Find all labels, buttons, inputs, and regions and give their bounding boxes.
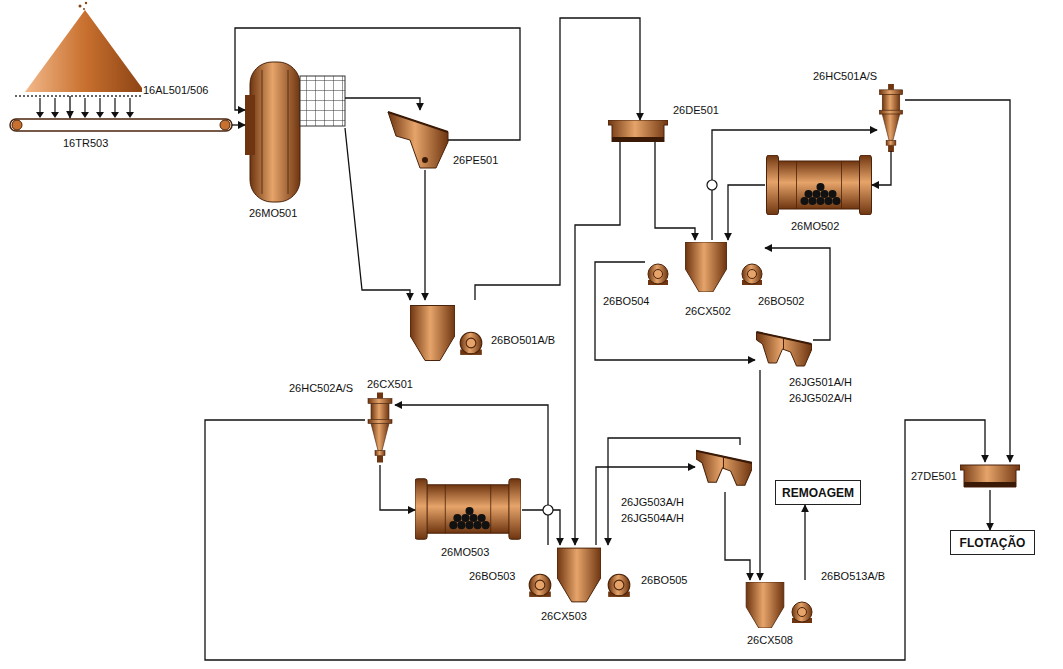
equipment-tag: 27DE501 (910, 470, 958, 483)
equipment-tag: 26HC501A/S (812, 70, 878, 83)
equipment-tag: 26BO502 (757, 295, 805, 308)
flow-line (235, 28, 520, 140)
jig: 26JG503A/H26JG504A/H (695, 445, 753, 492)
equipment-tag: 26MO503 (440, 546, 490, 559)
flow-line (69, 96, 70, 118)
sag-mill: 26MO501 (245, 62, 345, 202)
equipment-tag: 26DE501 (672, 104, 720, 117)
equipment-tag: 26BO505 (640, 574, 688, 587)
flow-line (232, 124, 245, 125)
flow-line (989, 490, 990, 530)
stockpile: 16AL501/506 (25, 8, 145, 96)
equipment-tag: 26JG501A/H (788, 376, 853, 389)
box-label: FLOTAÇÃO (960, 536, 1026, 550)
destination-box: FLOTAÇÃO (950, 530, 1035, 555)
flow-line (345, 128, 410, 300)
destination-box: REMOAGEM (775, 480, 861, 505)
flow-line (424, 170, 425, 300)
flow-line (596, 467, 695, 545)
flow-line (655, 142, 695, 240)
flow-line (872, 151, 891, 185)
equipment-tag: 26MO502 (790, 220, 840, 233)
equipment-tag: 26JG503A/H (620, 496, 685, 509)
box-label: REMOAGEM (782, 486, 854, 500)
flow-line (765, 248, 830, 340)
flow-line (522, 510, 560, 545)
ball-mill: 26MO502 (765, 155, 872, 215)
jig: 26JG501A/H26JG502A/H (755, 330, 813, 370)
flow-line (728, 185, 765, 240)
sump-pump: 26BO501A/B26CX501 (405, 300, 485, 372)
sump-pump: 26BO50326BO50526CX503 (525, 545, 635, 605)
crossover-hop (707, 180, 717, 190)
flow-line (205, 420, 985, 660)
equipment-tag: 26JG502A/H (788, 392, 853, 405)
equipment-tag: 26PE501 (452, 154, 499, 167)
equipment-tag: 26CX501 (366, 378, 414, 391)
flow-line (345, 98, 420, 110)
equipment-tag: 26CX508 (746, 634, 794, 647)
equipment-tag: 26BO501A/B (490, 334, 556, 347)
hydrocyclone: 26HC501A/S (877, 85, 905, 151)
equipment-tag: 26CX502 (684, 305, 732, 318)
equipment-tag: 16TR503 (62, 137, 109, 150)
hydrocyclone: 26HC502A/S (365, 390, 395, 465)
flow-line (380, 465, 415, 510)
distributor: 27DE501 (960, 462, 1020, 490)
flow-line (804, 505, 805, 580)
flow-line (595, 262, 755, 360)
equipment-tag: 26CX503 (540, 610, 588, 623)
flow-line (395, 405, 548, 545)
flow-line (759, 370, 760, 580)
flow-line (725, 492, 750, 580)
equipment-tag: 26JG504A/H (620, 512, 685, 525)
flow-line (575, 142, 620, 545)
flow-line (608, 438, 740, 545)
crossover-hop (543, 505, 553, 515)
equipment-tag: 26MO501 (248, 207, 298, 220)
vibrating-screen: 26PE501 (388, 110, 448, 170)
equipment-tag: 26BO513A/B (820, 570, 886, 583)
conveyor-belt: 16TR503 (10, 118, 232, 132)
equipment-tag: 26HC502A/S (288, 382, 354, 395)
flow-line (905, 100, 1010, 462)
flow-line (475, 18, 640, 300)
ball-mill: 26MO503 (415, 478, 522, 540)
equipment-tag: 16AL501/506 (142, 84, 209, 97)
flow-line (712, 130, 877, 240)
distributor: 26DE501 (608, 120, 668, 142)
equipment-tag: 26BO503 (468, 570, 516, 583)
sump-pump: 26BO50426BO50226CX502 (645, 240, 765, 292)
sump-pump: 26BO513A/B26CX508 (740, 580, 815, 628)
equipment-tag: 26BO504 (602, 295, 650, 308)
